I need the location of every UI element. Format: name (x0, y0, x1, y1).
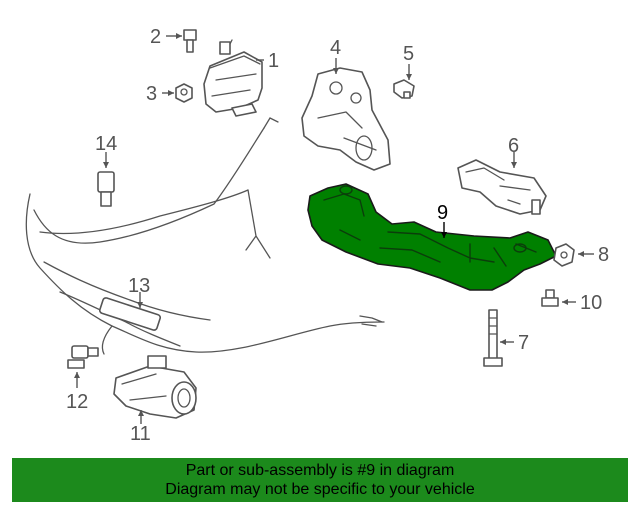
part-10-bolt[interactable] (541, 289, 559, 307)
callout-12: 12 (66, 391, 88, 413)
callout-13: 13 (128, 275, 150, 297)
callout-14: 14 (95, 133, 117, 155)
part-8-nut[interactable] (553, 243, 575, 267)
part-11-valve[interactable] (113, 355, 197, 419)
callout-10: 10 (580, 292, 602, 314)
part-6-transmission-mount[interactable] (457, 159, 547, 215)
info-banner: Part or sub-assembly is #9 in diagram Di… (12, 458, 628, 502)
part-4-bracket[interactable] (301, 67, 391, 171)
callout-9: 9 (437, 202, 448, 224)
callout-11: 11 (130, 423, 151, 445)
part-3-nut[interactable] (175, 83, 193, 103)
part-12-fitting[interactable] (67, 345, 99, 369)
parts-diagram: 1 2 3 4 5 6 (25, 26, 609, 445)
part-1-engine-mount[interactable] (203, 39, 263, 117)
part-13-hose-harness[interactable] (25, 117, 385, 355)
callout-3: 3 (146, 83, 157, 105)
callout-8: 8 (598, 244, 609, 266)
part-7-long-bolt[interactable] (483, 309, 503, 367)
part-14-sensor[interactable] (97, 171, 115, 207)
callout-6: 6 (508, 135, 519, 157)
part-2-bolt[interactable] (183, 29, 197, 53)
callout-5: 5 (403, 43, 414, 65)
part-5-bolt[interactable] (393, 79, 415, 99)
banner-line-2: Diagram may not be specific to your vehi… (165, 481, 475, 498)
banner-line-1: Part or sub-assembly is #9 in diagram (185, 462, 455, 479)
callout-4: 4 (330, 37, 341, 59)
callout-2: 2 (150, 26, 161, 48)
callout-1: 1 (268, 50, 279, 72)
part-9-cradle-highlighted[interactable] (307, 183, 557, 291)
callout-7: 7 (518, 332, 529, 354)
